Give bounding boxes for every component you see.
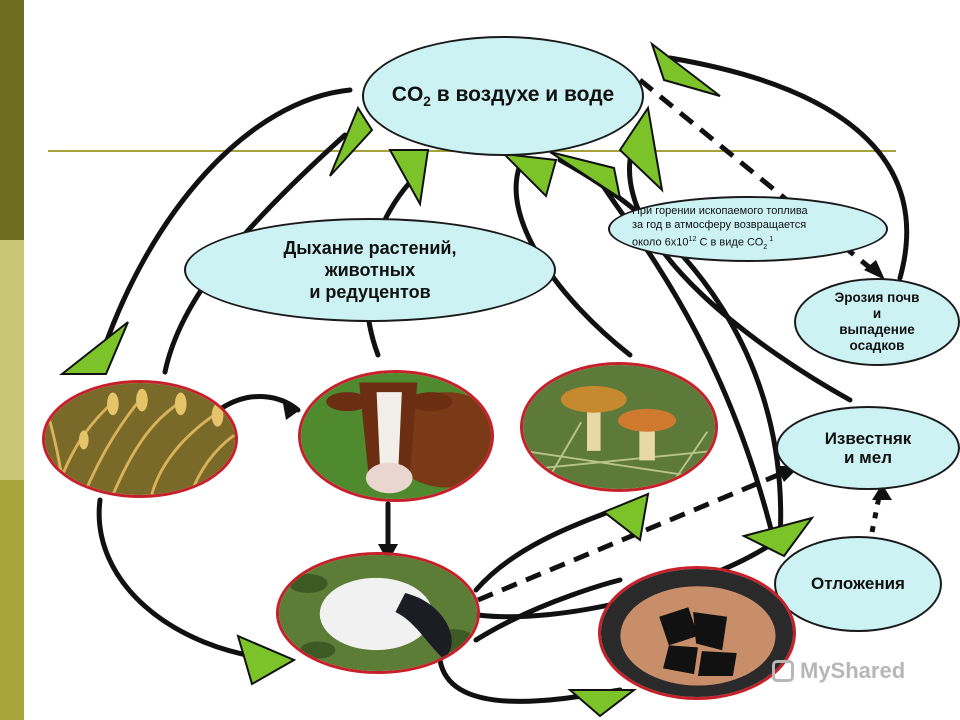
arrowhead-9 bbox=[741, 516, 815, 558]
fuel-line-2: за год в атмосферу возвращается bbox=[632, 219, 807, 232]
arrowhead-7 bbox=[650, 41, 721, 97]
arrow-bird-to-coal bbox=[473, 577, 623, 643]
arrowhead-4 bbox=[501, 152, 558, 198]
respiration-line-2: животных bbox=[324, 260, 416, 280]
sidebar-strip-bottom bbox=[0, 480, 24, 720]
dead-bird-photo bbox=[276, 552, 480, 674]
erosion-line-3: выпадение bbox=[839, 322, 915, 337]
fuel-line-3: около 6х1012 С в виде СО2 1 bbox=[632, 232, 808, 254]
limestone-line-1: Известняк bbox=[824, 429, 912, 448]
arrowhead-3 bbox=[59, 321, 129, 375]
coal-photo bbox=[598, 566, 796, 700]
fuel-line-3-middle: С в виде СО bbox=[696, 236, 764, 249]
arrowhead-black-5 bbox=[872, 484, 892, 500]
watermark-icon bbox=[772, 660, 794, 682]
respiration-node: Дыхание растений, животных и редуцентов bbox=[184, 218, 556, 322]
arrow-erosion-to-co2 bbox=[667, 55, 910, 281]
arrowhead-6 bbox=[618, 105, 664, 193]
co2-label-prefix: CO bbox=[391, 82, 424, 106]
fuel-line-3-prefix: около 6х10 bbox=[632, 236, 689, 249]
arrow-coal-left bbox=[587, 162, 778, 548]
fuel-line-3-exponent: 12 bbox=[688, 235, 697, 244]
deposits-label: Отложения bbox=[811, 574, 905, 593]
co2-label-subscript: 2 bbox=[423, 94, 431, 110]
fuel-line-3-suffix: 1 bbox=[767, 235, 774, 244]
co2-label-suffix: в воздухе и воде bbox=[430, 82, 615, 106]
arrowhead-5 bbox=[549, 151, 622, 201]
watermark-text: MyShared bbox=[800, 658, 906, 683]
arrow-wheat-to-bird bbox=[96, 497, 283, 663]
deposits-node: Отложения bbox=[774, 536, 942, 632]
fuel-line-3-subscript: 2 bbox=[763, 242, 768, 251]
limestone-line-2: и мел bbox=[843, 448, 892, 467]
arrowhead-black-1 bbox=[282, 398, 300, 420]
limestone-node: Известняк и мел bbox=[776, 406, 960, 490]
erosion-line-4: осадков bbox=[849, 338, 905, 353]
arrow-limestone-to-co2 bbox=[627, 157, 853, 403]
sidebar-strip-top bbox=[0, 0, 24, 240]
fuel-combustion-node: При горении ископаемого топлива за год в… bbox=[608, 196, 888, 262]
arrowhead-black-3 bbox=[864, 260, 885, 280]
cow-photo bbox=[298, 370, 494, 502]
fuel-line-1: При горении ископаемого топлива bbox=[632, 205, 808, 218]
erosion-line-2: и bbox=[872, 306, 882, 321]
respiration-line-3: и редуцентов bbox=[309, 282, 431, 302]
erosion-node: Эрозия почв и выпадение осадков bbox=[794, 278, 960, 366]
arrowhead-1 bbox=[329, 105, 374, 177]
co2-node: CO2 в воздухе и воде bbox=[362, 36, 644, 156]
arrowhead-2 bbox=[388, 149, 430, 208]
arrowhead-8 bbox=[602, 492, 650, 542]
arrow-wheat-to-co2 bbox=[97, 87, 353, 363]
mushroom-photo bbox=[520, 362, 718, 492]
watermark: MyShared bbox=[772, 658, 905, 684]
arrowhead-10 bbox=[236, 634, 297, 686]
sidebar-strip-middle bbox=[0, 240, 24, 480]
arrowhead-11 bbox=[567, 689, 637, 718]
erosion-line-1: Эрозия почв bbox=[834, 290, 920, 305]
respiration-line-1: Дыхание растений, bbox=[283, 238, 457, 258]
wheat-photo bbox=[42, 380, 238, 498]
